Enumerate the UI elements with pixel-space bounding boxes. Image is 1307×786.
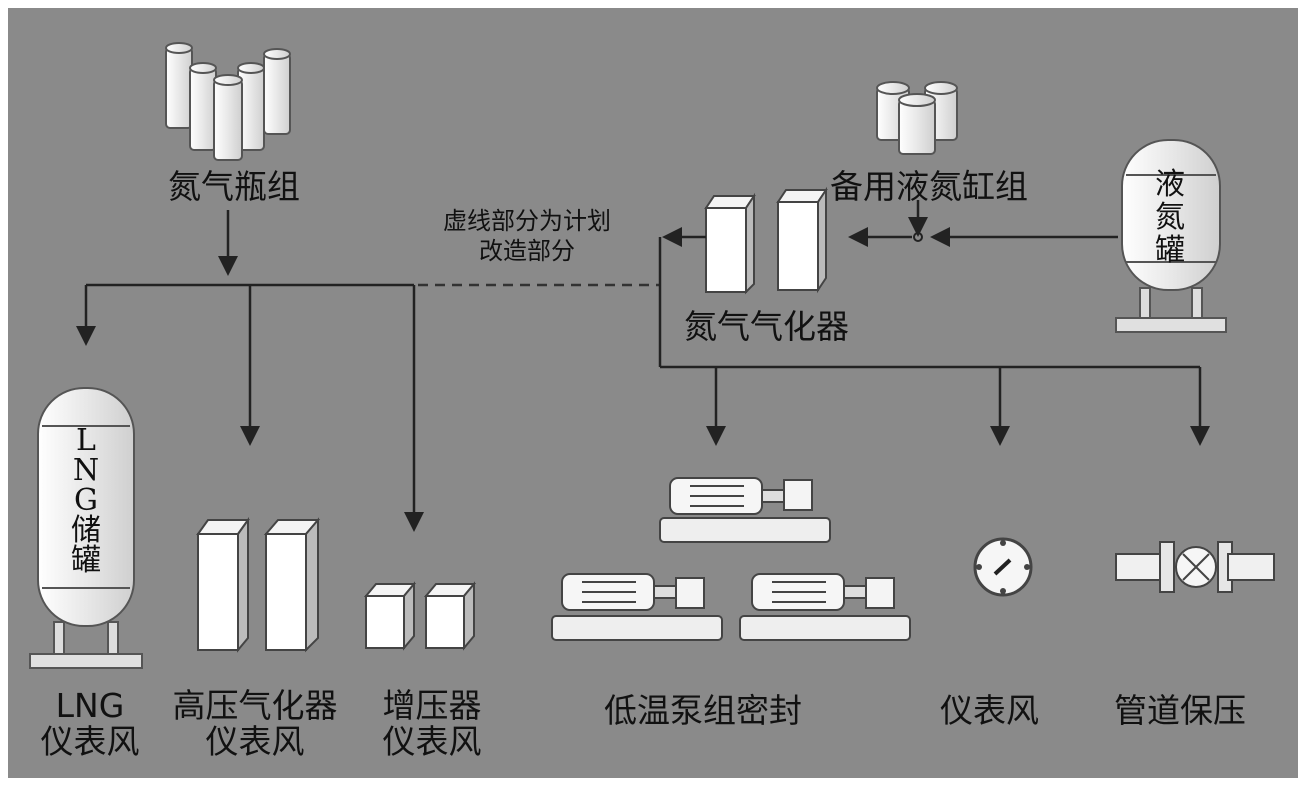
cryo-pump-1-icon [659, 477, 831, 543]
lng-storage-tank-icon [29, 387, 143, 669]
instrument-air-label: 仪表风 [940, 691, 1039, 730]
flow-lines [76, 200, 1210, 532]
lng-tank-char-3: G [74, 483, 98, 518]
lng-tank-char-1: L [76, 423, 96, 458]
hp-vaporizer-icon [196, 516, 321, 653]
backup-tank-group-label: 备用液氮缸组 [830, 167, 1028, 206]
hp-instrument-air-line-2: 仪表风 [205, 722, 305, 761]
booster-icon [363, 581, 477, 651]
cryo-pump-3-icon [739, 573, 911, 641]
backup-tank-group-icon [876, 81, 958, 155]
lng-instrument-air-line-1: LNG [55, 686, 125, 725]
ln-tank-char-1: 液 [1155, 167, 1185, 202]
dashed-note-line-2: 改造部分 [479, 237, 575, 265]
dashed-note: 虚线部分为计划 改造部分 [412, 206, 642, 266]
hp-instrument-air-line-1: 高压气化器 [172, 686, 338, 725]
booster-instrument-air-line-1: 增压器 [382, 686, 482, 725]
nitrogen-cylinders-label: 氮气瓶组 [168, 167, 300, 206]
ln-tank-char-2: 氮 [1155, 200, 1185, 235]
instrument-air-gauge-icon [973, 537, 1033, 597]
lng-instrument-air-label: LNG 仪表风 [30, 688, 150, 760]
pipeline-pressure-label: 管道保压 [1114, 691, 1246, 730]
hp-vaporizer-instrument-air-label: 高压气化器 仪表风 [150, 688, 360, 760]
dashed-note-line-1: 虚线部分为计划 [443, 207, 611, 235]
lng-tank-char-4: 储 [71, 513, 101, 548]
nitrogen-vaporizer-icon [704, 186, 828, 295]
lng-tank-label: L N G 储 罐 [68, 426, 104, 576]
booster-instrument-air-line-2: 仪表风 [382, 722, 482, 761]
liquid-nitrogen-tank-icon [1115, 139, 1227, 333]
lng-tank-char-2: N [72, 453, 100, 488]
cryo-pump-2-icon [551, 573, 723, 641]
nitrogen-vaporizer-label: 氮气气化器 [684, 307, 849, 346]
lng-tank-char-5: 罐 [71, 543, 101, 578]
cryo-pump-seal-label: 低温泵组密封 [604, 691, 802, 730]
nitrogen-cylinder-group-icon [165, 42, 291, 161]
pipeline-valve-icon [1115, 541, 1275, 593]
liquid-nitrogen-tank-label: 液 氮 罐 [1152, 168, 1188, 267]
ln-tank-char-3: 罐 [1155, 233, 1185, 268]
junction-node [913, 232, 923, 242]
lng-instrument-air-line-2: 仪表风 [40, 722, 140, 761]
booster-instrument-air-label: 增压器 仪表风 [362, 688, 502, 760]
